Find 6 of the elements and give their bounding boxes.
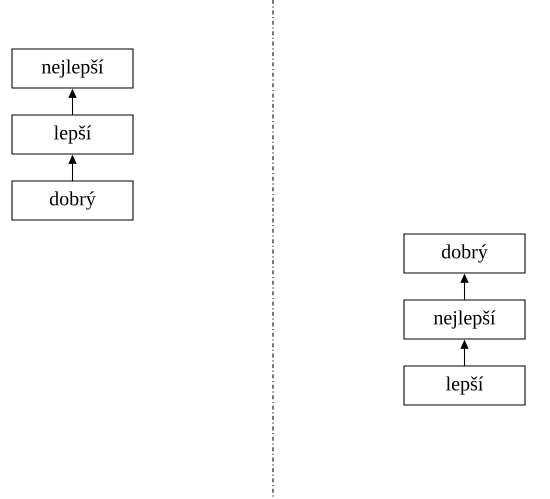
label-box: lepší — [403, 365, 526, 406]
label-box: nejlepší — [11, 48, 134, 89]
label-box: lepší — [11, 114, 134, 155]
label-box: dobrý — [403, 233, 526, 274]
label-box: nejlepší — [403, 299, 526, 340]
label-box: dobrý — [11, 180, 134, 221]
